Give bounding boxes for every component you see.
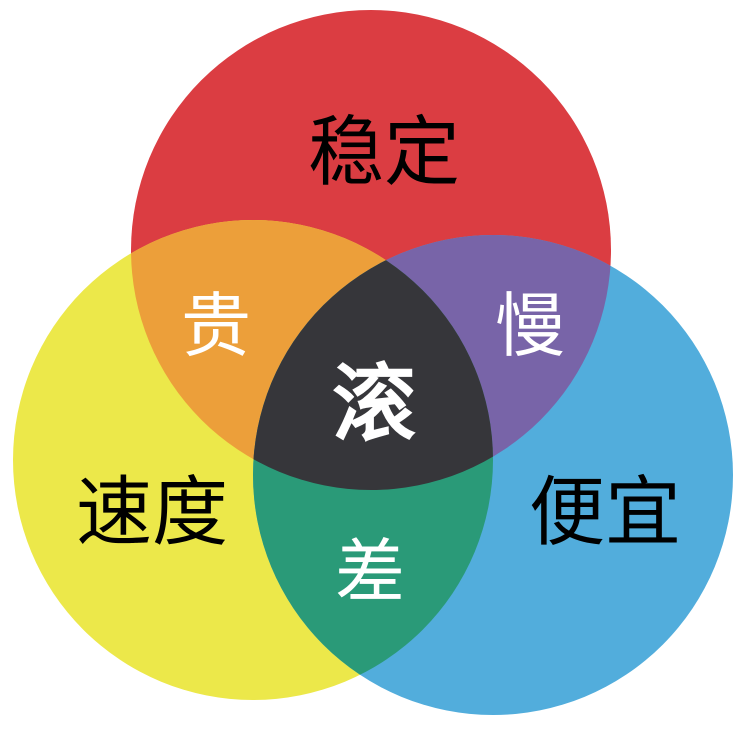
overlap-all (253, 235, 493, 490)
label-expensive: 贵 (181, 285, 251, 367)
label-poor: 差 (335, 531, 405, 613)
label-cheap: 便宜 (529, 468, 681, 557)
label-all: 滚 (332, 355, 416, 453)
label-slow: 慢 (495, 285, 565, 367)
label-stable: 稳定 (308, 108, 460, 197)
label-speed: 速度 (76, 468, 228, 557)
